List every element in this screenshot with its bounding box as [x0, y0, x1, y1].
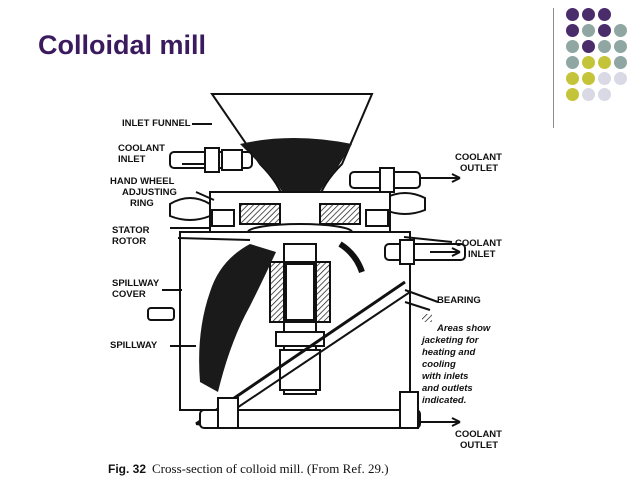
decor-dot — [582, 56, 595, 69]
figure-caption-text: Cross-section of colloid mill. (From Ref… — [152, 461, 389, 476]
label-hand-wheel-2: ADJUSTING — [122, 187, 177, 198]
label-bearing: BEARING — [437, 295, 481, 306]
leader-lines — [162, 123, 460, 423]
decor-dot — [582, 88, 595, 101]
label-coolant-outlet-bottom-1: COOLANT — [455, 429, 502, 440]
label-coolant-outlet-top-2: OUTLET — [460, 163, 498, 174]
label-stator: STATOR — [112, 225, 150, 236]
figure-number: Fig. 32 — [108, 462, 147, 476]
decor-dot — [598, 72, 611, 85]
note-line-2: jacketing for — [422, 335, 479, 346]
label-coolant-inlet-right-1: COOLANT — [455, 238, 502, 249]
note-line-5: with inlets — [422, 371, 469, 382]
decor-dot — [614, 56, 627, 69]
label-rotor: ROTOR — [112, 236, 147, 247]
label-spillway-cover-1: SPILLWAY — [112, 278, 160, 289]
decor-dot — [614, 40, 627, 53]
note-line-6: and outlets — [422, 383, 473, 394]
decor-dot — [566, 40, 579, 53]
label-coolant-inlet-top-1: COOLANT — [118, 143, 165, 154]
figure-caption: Fig. 32 Cross-section of colloid mill. (F… — [108, 461, 389, 477]
colloid-mill-diagram — [147, 93, 466, 429]
decor-dot — [614, 24, 627, 37]
note-line-1: Areas show — [437, 323, 491, 334]
decor-dot — [582, 40, 595, 53]
decor-dot — [566, 24, 579, 37]
decor-dot — [566, 56, 579, 69]
divider-line — [553, 8, 554, 128]
label-hand-wheel-1: HAND WHEEL — [110, 176, 175, 187]
spillway-cover-knob — [147, 307, 175, 321]
decor-dot — [582, 8, 595, 21]
coolant-outlet-pipe-bottom — [199, 409, 421, 429]
decor-dot — [614, 72, 627, 85]
decor-dot — [598, 88, 611, 101]
decor-dot — [598, 56, 611, 69]
label-inlet-funnel: INLET FUNNEL — [122, 118, 191, 129]
decor-dot — [566, 8, 579, 21]
label-spillway-cover-2: COVER — [112, 289, 146, 300]
decor-dot — [566, 72, 579, 85]
decor-dot — [566, 88, 579, 101]
note-line-3: heating and — [422, 347, 476, 358]
note-line-4: cooling — [422, 359, 456, 370]
label-spillway: SPILLWAY — [110, 340, 158, 351]
label-hand-wheel-3: RING — [130, 198, 154, 209]
decor-dot — [582, 72, 595, 85]
hand-wheel-right — [384, 192, 426, 215]
decor-dot — [598, 40, 611, 53]
label-coolant-inlet-right-2: INLET — [468, 249, 496, 260]
label-coolant-inlet-top-2: INLET — [118, 154, 146, 165]
slide-title: Colloidal mill — [38, 30, 207, 60]
decor-dot — [598, 8, 611, 21]
label-coolant-outlet-top-1: COOLANT — [455, 152, 502, 163]
hand-wheel-left — [169, 197, 211, 221]
decor-dot — [582, 24, 595, 37]
label-coolant-outlet-bottom-2: OUTLET — [460, 440, 498, 451]
spillway-flow — [199, 244, 276, 392]
note-line-7: indicated. — [422, 395, 467, 406]
funnel-contents — [240, 138, 352, 202]
decor-dot — [598, 24, 611, 37]
